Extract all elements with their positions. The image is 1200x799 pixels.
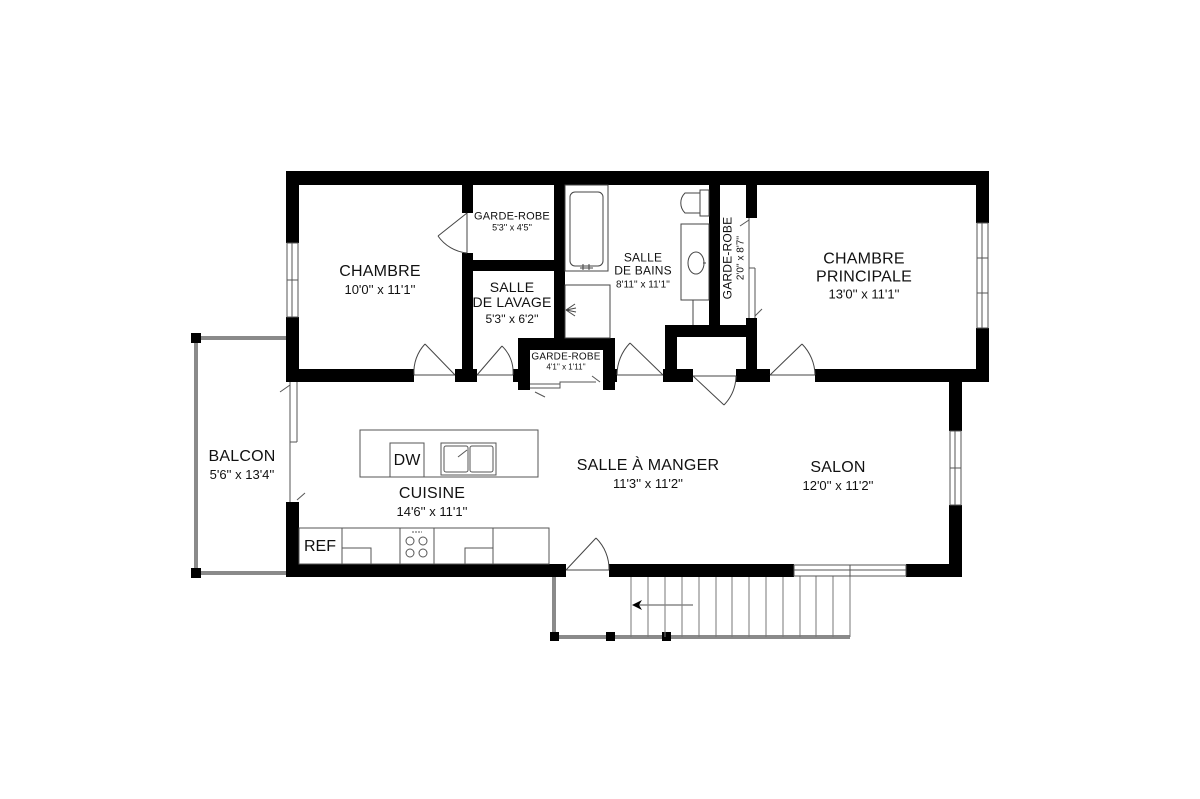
room-label-cuisine: CUISINE 14'6'' x 11'1'' [396, 485, 467, 519]
room-name-line2: PRINCIPALE [816, 267, 912, 285]
room-label-salle-a-manger: SALLE À MANGER 11'3'' x 11'2'' [577, 457, 719, 491]
balcony-sliding-door [279, 382, 306, 502]
dishwasher-label: DW [393, 452, 421, 469]
room-dimensions: 4'1'' x 1'11'' [546, 362, 586, 372]
room-dimensions: 14'6'' x 11'1'' [396, 503, 468, 519]
room-label-garde-robe-3: GARDE-ROBE 2'0'' x 8'7'' [720, 216, 747, 300]
room-dimensions: 11'3'' x 11'2'' [612, 475, 684, 491]
room-dimensions: 5'3'' x 4'5'' [492, 222, 532, 233]
doors [413, 212, 816, 571]
kitchen-island [359, 429, 539, 478]
room-label-balcon: BALCON 5'6'' x 13'4'' [209, 448, 276, 482]
room-dimensions: 5'3'' x 6'2'' [485, 311, 539, 326]
stair-posts [550, 632, 671, 641]
room-label-garde-robe-2: GARDE-ROBE 4'1'' x 1'11'' [531, 352, 600, 373]
room-name: GARDE-ROBE [474, 210, 550, 223]
closet-sliding-door-2 [530, 375, 601, 398]
shower-icon [564, 284, 611, 339]
vanity-sink-icon [680, 223, 710, 325]
kitchen-counter [298, 527, 550, 565]
closet-sliding-door [739, 218, 763, 318]
toilet-icon [680, 189, 710, 217]
room-name: CHAMBRE [339, 263, 421, 281]
stairs [630, 576, 851, 637]
room-name-line2: DE LAVAGE [472, 294, 552, 311]
double-sink-icon [440, 442, 497, 476]
room-name-line1: SALLE [623, 250, 663, 265]
room-name-line1: SALLE [489, 279, 535, 296]
stair-direction-arrow-icon [632, 600, 693, 610]
room-name-line2: DE BAINS [614, 263, 672, 278]
balcony-railing [194, 336, 288, 575]
room-name: GARDE-ROBE [720, 216, 735, 300]
room-name: SALLE À MANGER [576, 457, 720, 475]
room-label-salle-de-bains: SALLE DE BAINS 8'11'' x 11'1'' [614, 250, 672, 291]
room-name-line1: CHAMBRE [823, 250, 905, 268]
room-dimensions: 5'6'' x 13'4'' [209, 466, 275, 482]
room-dimensions: 10'0'' x 11'1'' [344, 281, 416, 297]
room-name: GARDE-ROBE [531, 351, 601, 363]
room-name: BALCON [208, 448, 276, 466]
balcony-posts [191, 333, 201, 578]
refrigerator-label: REF [304, 538, 336, 555]
stair-railing [552, 574, 850, 639]
interior-walls [286, 185, 989, 390]
dishwasher-icon [389, 442, 425, 478]
room-label-salle-de-lavage: SALLE DE LAVAGE 5'3'' x 6'2'' [472, 279, 552, 326]
exterior-walls [286, 171, 989, 577]
windows [286, 222, 989, 577]
room-name: SALON [810, 459, 866, 477]
room-label-salon: SALON 12'0'' x 11'2'' [802, 459, 873, 493]
room-label-chambre: CHAMBRE 10'0'' x 11'1'' [339, 263, 420, 297]
room-dimensions: 12'0'' x 11'2'' [802, 477, 874, 493]
room-label-chambre-principale: CHAMBRE PRINCIPALE 13'0'' x 11'1'' [816, 250, 912, 301]
room-dimensions: 13'0'' x 11'1'' [828, 286, 900, 302]
room-label-garde-robe-1: GARDE-ROBE 5'3'' x 4'5'' [474, 211, 550, 234]
bathtub-icon [564, 184, 609, 272]
stove-icon [405, 531, 428, 558]
room-dimensions: 8'11'' x 11'1'' [616, 279, 670, 291]
room-dimensions: 2'0'' x 8'7'' [735, 235, 747, 281]
room-name: CUISINE [398, 485, 466, 503]
